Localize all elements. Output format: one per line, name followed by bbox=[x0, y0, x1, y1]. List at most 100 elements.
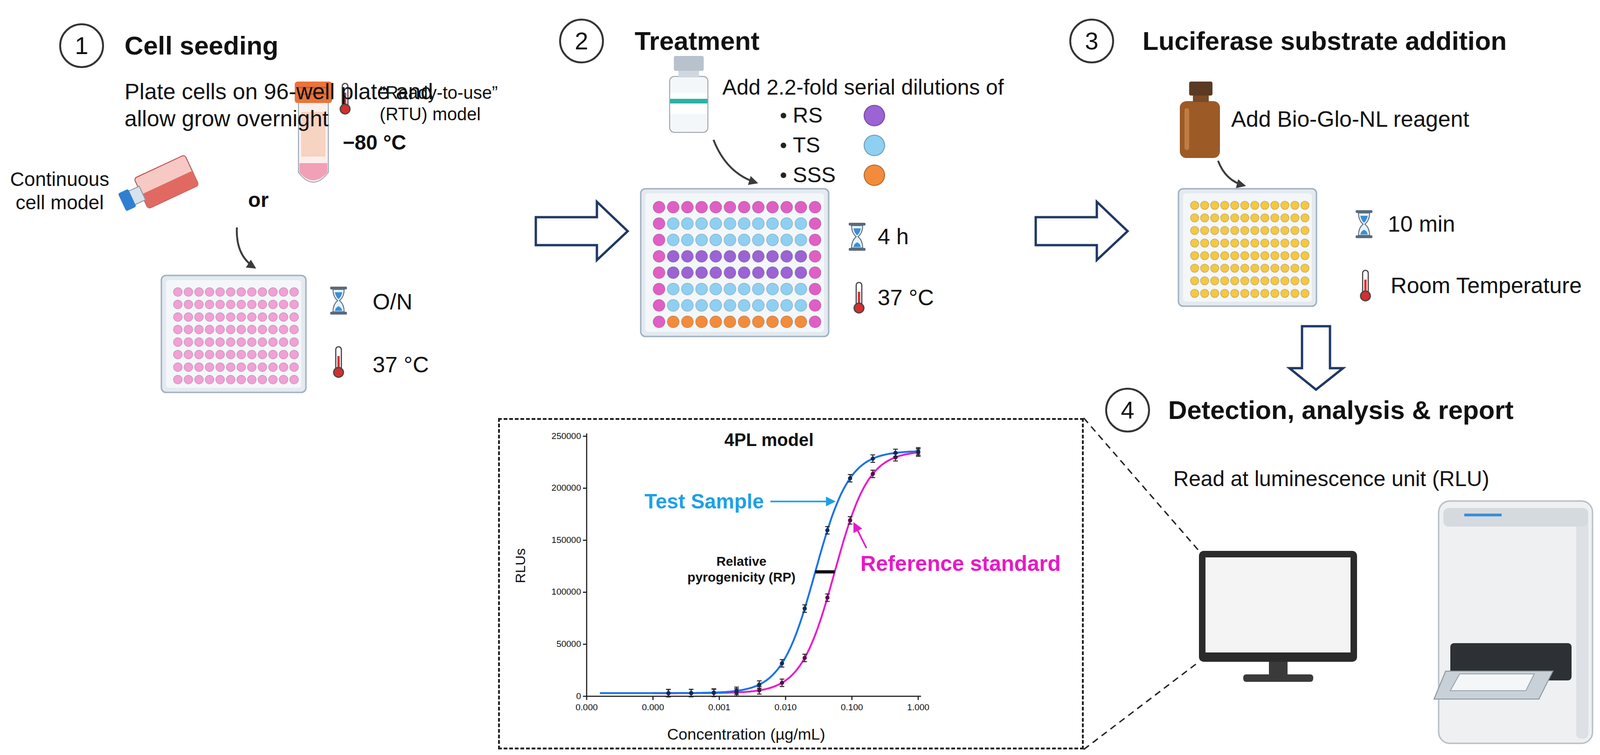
plate-well bbox=[667, 283, 680, 296]
x-axis bbox=[586, 696, 922, 698]
monitor-frame bbox=[1198, 551, 1358, 663]
plate-well bbox=[1260, 276, 1269, 285]
error-bar bbox=[688, 689, 694, 691]
plate-well bbox=[681, 234, 694, 247]
plate-deck bbox=[166, 280, 302, 388]
plate-well bbox=[752, 283, 765, 296]
plate-well bbox=[1250, 213, 1260, 222]
error-bar bbox=[779, 666, 785, 668]
step-heading: Detection, analysis & report bbox=[1168, 394, 1514, 426]
plate-well bbox=[1300, 289, 1310, 298]
plate-well bbox=[226, 375, 236, 385]
leader-arrow bbox=[770, 500, 834, 503]
test-point bbox=[870, 457, 875, 462]
y-tick-label: 100000 bbox=[551, 587, 582, 598]
plate-well bbox=[1290, 289, 1300, 298]
plate-well bbox=[752, 234, 765, 247]
test-point bbox=[757, 682, 762, 687]
test-point bbox=[734, 689, 739, 694]
plate-well bbox=[724, 266, 737, 279]
legend-label: TS bbox=[792, 132, 821, 159]
monitor-screen bbox=[1205, 557, 1351, 653]
plate-well bbox=[1220, 263, 1229, 273]
reader-top bbox=[1443, 508, 1588, 527]
plate-well bbox=[1230, 213, 1240, 222]
plate-well bbox=[257, 300, 267, 310]
plate-well bbox=[709, 201, 722, 214]
plate-well bbox=[183, 325, 193, 335]
plate-well bbox=[652, 316, 665, 329]
plate-well bbox=[667, 250, 680, 263]
plate-well bbox=[652, 217, 665, 230]
plate-well bbox=[257, 350, 267, 360]
legend-label: SSS bbox=[792, 162, 836, 188]
plate-well bbox=[1210, 200, 1220, 210]
plate-well bbox=[695, 201, 708, 214]
step-arrow bbox=[1289, 326, 1344, 390]
step-description: Add Bio-Glo-NL reagent bbox=[1231, 105, 1470, 133]
plate-well bbox=[695, 250, 708, 263]
plate-well bbox=[268, 337, 278, 347]
plate-well bbox=[194, 287, 204, 297]
plate-well bbox=[1270, 213, 1280, 222]
bullet-dot bbox=[780, 172, 787, 179]
error-bar bbox=[824, 533, 830, 535]
vial-body bbox=[669, 76, 708, 133]
plate-well bbox=[268, 350, 278, 360]
plate-well bbox=[1260, 213, 1269, 222]
plate-well bbox=[695, 217, 708, 230]
plate-well bbox=[795, 283, 808, 296]
plate-well bbox=[780, 250, 793, 263]
error-bar bbox=[893, 460, 898, 462]
plate-well bbox=[1190, 213, 1199, 222]
plate-well bbox=[247, 300, 257, 310]
series-label: Test Sample bbox=[644, 489, 764, 515]
plate-well bbox=[278, 325, 288, 335]
plate-well bbox=[695, 283, 708, 296]
plate-well bbox=[1220, 213, 1229, 222]
vial-stripe bbox=[670, 98, 708, 104]
test-point bbox=[779, 661, 784, 666]
error-bar bbox=[711, 696, 717, 698]
plate-well bbox=[695, 234, 708, 247]
reader-tray bbox=[1433, 671, 1553, 700]
flask-medium bbox=[141, 170, 199, 209]
plate-well bbox=[1230, 251, 1240, 260]
plate-well bbox=[667, 234, 680, 247]
error-bar bbox=[665, 696, 671, 698]
plate-well bbox=[194, 300, 204, 310]
plate-well bbox=[1200, 226, 1209, 235]
test-point bbox=[916, 449, 921, 454]
error-bar bbox=[665, 689, 671, 691]
plate-well bbox=[183, 362, 193, 372]
monitor-stand bbox=[1268, 662, 1288, 677]
plate-well bbox=[194, 350, 204, 360]
plate-well bbox=[681, 250, 694, 263]
plate-well bbox=[681, 217, 694, 230]
plate-well bbox=[681, 316, 694, 329]
bullet-dot bbox=[780, 142, 787, 149]
plate-well bbox=[738, 316, 751, 329]
error-bar bbox=[915, 447, 921, 449]
plate-well bbox=[1190, 289, 1199, 298]
plate-well bbox=[1250, 276, 1260, 285]
step-arrow bbox=[535, 201, 628, 261]
error-bar bbox=[870, 454, 876, 456]
plate-well bbox=[752, 266, 765, 279]
plate-well bbox=[226, 362, 236, 372]
thermometer-icon bbox=[854, 282, 865, 314]
hourglass-icon bbox=[330, 286, 347, 315]
plate-well bbox=[1250, 251, 1260, 260]
plate-well bbox=[766, 316, 779, 329]
plate-well bbox=[1190, 200, 1199, 210]
plate-well bbox=[695, 299, 708, 312]
plate-well bbox=[1290, 263, 1300, 273]
plate-well bbox=[226, 337, 236, 347]
plate-well bbox=[1210, 276, 1220, 285]
plate-well bbox=[1260, 263, 1269, 273]
error-bar bbox=[847, 524, 853, 526]
step-number: 4 bbox=[1121, 395, 1135, 425]
step-number: 1 bbox=[75, 31, 89, 61]
y-tick-label: 0 bbox=[575, 691, 582, 703]
plate-well bbox=[780, 234, 793, 247]
